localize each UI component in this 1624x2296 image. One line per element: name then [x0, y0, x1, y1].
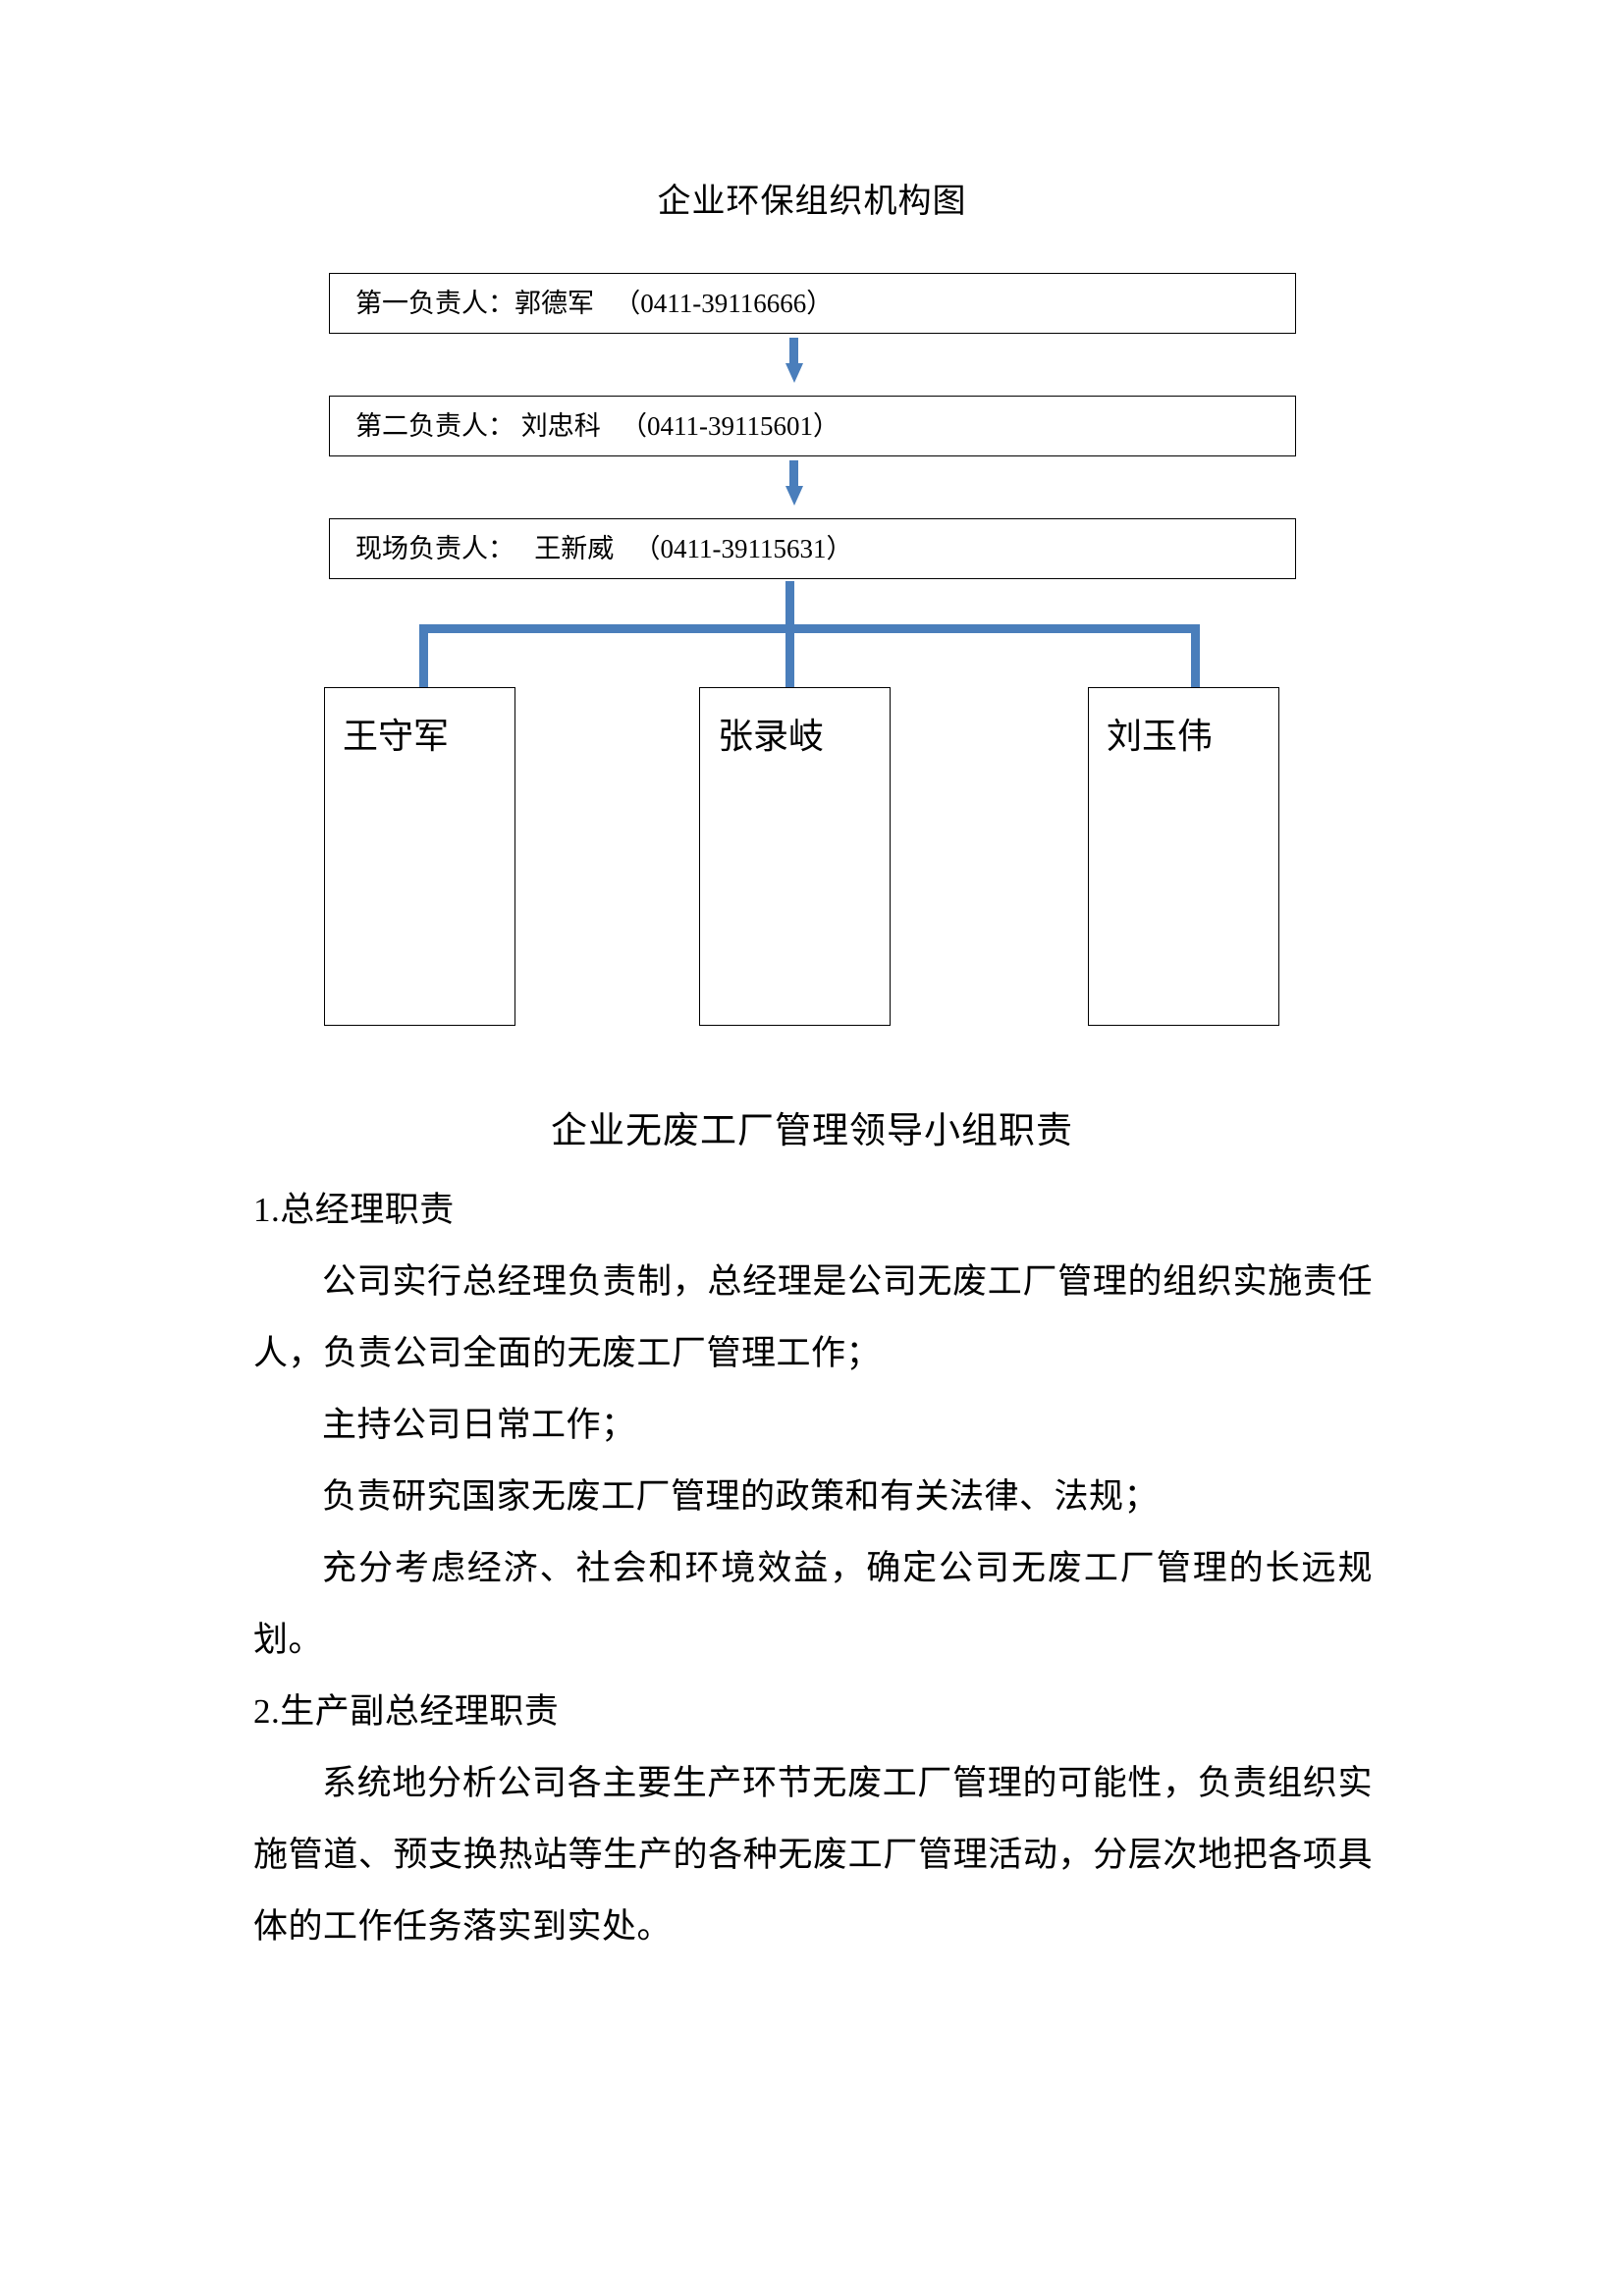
section-title: 企业无废工厂管理领导小组职责: [551, 1111, 1073, 1151]
connector-drop-1: [419, 624, 428, 689]
org-box-member-2-name: 张录岐: [718, 717, 825, 756]
org-box-second-leader: 第二负责人： 刘忠科 （0411-39115601）: [329, 396, 1296, 456]
arrow-down-icon-1: [785, 338, 803, 383]
body-copy: 1.总经理职责公司实行总经理负责制，总经理是公司无废工厂管理的组织实施责任人，负…: [253, 1174, 1373, 1962]
org-box-second-leader-text: 第二负责人： 刘忠科 （0411-39115601）: [355, 411, 839, 441]
paragraph-p-1: 公司实行总经理负责制，总经理是公司无废工厂管理的组织实施责任人，负责公司全面的无…: [253, 1262, 1373, 1372]
arrow-down-icon-2: [785, 460, 803, 506]
org-box-member-1-name: 王守军: [343, 717, 450, 756]
paragraph-p-4: 充分考虑经济、社会和环境效益，确定公司无废工厂管理的长远规划。: [253, 1549, 1373, 1659]
org-box-member-3: 刘玉伟: [1088, 687, 1279, 1026]
org-box-first-leader: 第一负责人：郭德军 （0411-39116666）: [329, 273, 1296, 334]
org-chart-title: 企业环保组织机构图: [657, 184, 967, 220]
org-box-member-2: 张录岐: [699, 687, 891, 1026]
paragraph-heading-1: 1.总经理职责: [253, 1191, 455, 1229]
paragraph-heading-2: 2.生产副总经理职责: [253, 1692, 560, 1731]
org-box-member-3-name: 刘玉伟: [1107, 717, 1214, 756]
paragraph-p-2: 主持公司日常工作；: [322, 1406, 636, 1444]
org-box-member-1: 王守军: [324, 687, 515, 1026]
org-box-site-leader-text: 现场负责人： 王新威 （0411-39115631）: [355, 534, 853, 563]
org-box-first-leader-text: 第一负责人：郭德军 （0411-39116666）: [355, 289, 834, 318]
paragraph-p-3: 负责研究国家无废工厂管理的政策和有关法律、法规；: [322, 1477, 1160, 1516]
paragraph-p-5: 系统地分析公司各主要生产环节无废工厂管理的可能性，负责组织实施管道、预支换热站等…: [253, 1764, 1373, 1946]
connector-stem: [785, 581, 794, 628]
connector-drop-2: [785, 624, 794, 689]
org-chart: 第一负责人：郭德军 （0411-39116666） 第二负责人： 刘忠科 （04…: [0, 0, 1624, 1060]
connector-drop-3: [1191, 624, 1200, 689]
connector-bar: [419, 624, 1200, 633]
org-box-site-leader: 现场负责人： 王新威 （0411-39115631）: [329, 518, 1296, 579]
